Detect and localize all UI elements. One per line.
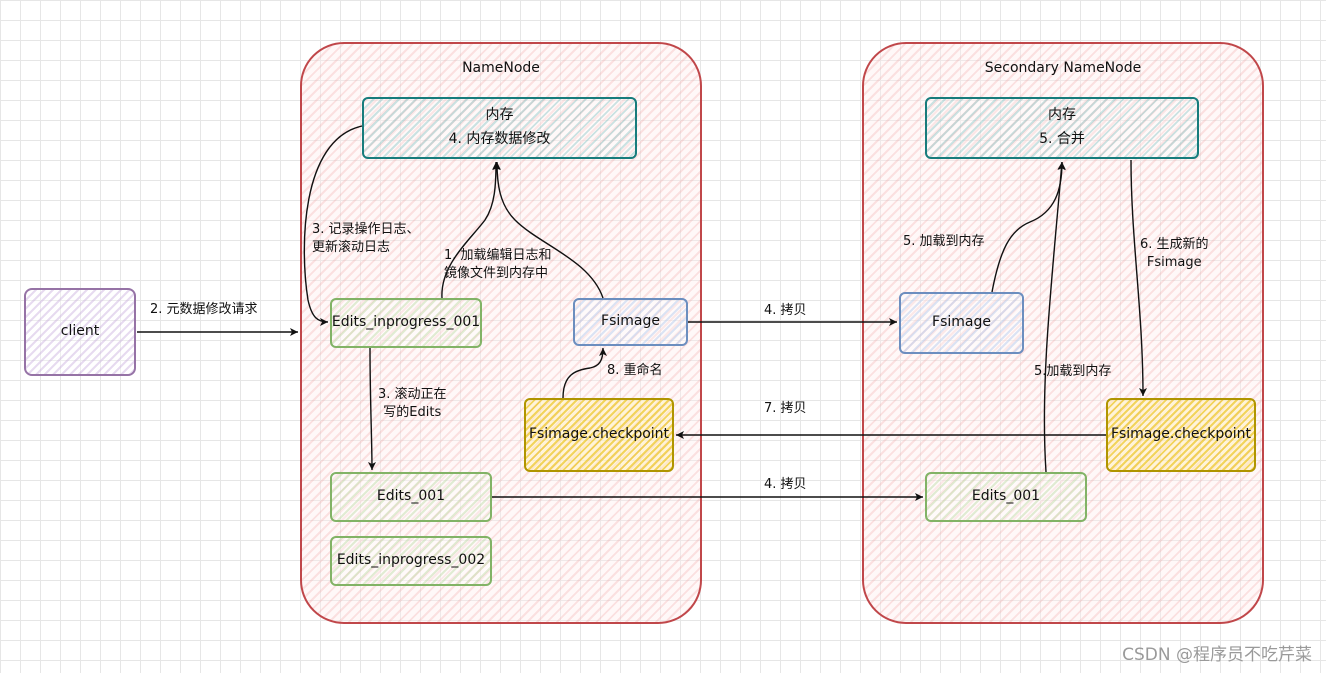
secondary-memory-node[interactable]: 内存 5. 合并 xyxy=(925,97,1199,159)
edge-rename xyxy=(562,347,607,399)
edits-inprogress-001-node[interactable]: Edits_inprogress_001 xyxy=(330,298,482,348)
namenode-memory-step: 4. 内存数据修改 xyxy=(448,131,551,147)
namenode-memory-node[interactable]: 内存 4. 内存数据修改 xyxy=(362,97,637,159)
namenode-fsimage-label: Fsimage xyxy=(601,313,660,330)
namenode-edits-001-node[interactable]: Edits_001 xyxy=(330,472,492,522)
label-step3-roll: 3. 滚动正在 写的Edits xyxy=(378,387,447,421)
namenode-edits-001-label: Edits_001 xyxy=(376,488,446,505)
label-step1-load: 1. 加载编辑日志和 镜像文件到内存中 xyxy=(444,248,552,282)
label-load-fsimage: 5. 加载到内存 xyxy=(903,234,985,249)
edits-inprogress-002-label: Edits_inprogress_002 xyxy=(336,552,486,569)
edge-load-edits xyxy=(1043,161,1066,473)
secondary-edits-001-label: Edits_001 xyxy=(971,488,1041,505)
namenode-fsimage-node[interactable]: Fsimage xyxy=(573,298,688,346)
label-copy-fsimage: 4. 拷贝 xyxy=(764,303,807,318)
secondary-memory-title: 内存 xyxy=(1048,107,1076,124)
label-step6: 6. 生成新的 Fsimage xyxy=(1140,237,1209,271)
label-load-edits: 5.加载到内存 xyxy=(1034,364,1112,379)
namenode-title: NameNode xyxy=(462,60,540,76)
label-step3-record: 3. 记录操作日志、 更新滚动日志 xyxy=(312,222,420,256)
secondary-fsimage-checkpoint-node[interactable]: Fsimage.checkpoint xyxy=(1106,398,1256,472)
edge-edits-inprogress-to-memory xyxy=(441,161,500,299)
edits-inprogress-001-label: Edits_inprogress_001 xyxy=(331,314,481,331)
namenode-fsimage-checkpoint-label: Fsimage.checkpoint xyxy=(528,426,670,443)
namenode-memory-title: 内存 xyxy=(485,107,514,124)
client-node[interactable]: client xyxy=(24,288,136,376)
label-step8: 8. 重命名 xyxy=(607,363,663,378)
secondary-edits-001-node[interactable]: Edits_001 xyxy=(925,472,1087,522)
namenode-fsimage-checkpoint-node[interactable]: Fsimage.checkpoint xyxy=(524,398,674,472)
edge-generate-fsimage xyxy=(1130,159,1147,397)
secondary-memory-step: 5. 合并 xyxy=(1039,131,1085,147)
client-label: client xyxy=(60,323,100,340)
label-step2: 2. 元数据修改请求 xyxy=(150,302,258,317)
secondary-namenode-title: Secondary NameNode xyxy=(984,60,1142,76)
secondary-fsimage-node[interactable]: Fsimage xyxy=(899,292,1024,354)
edge-load-fsimage xyxy=(991,161,1066,293)
watermark: CSDN @程序员不吃芹菜 xyxy=(1122,645,1312,665)
secondary-fsimage-label: Fsimage xyxy=(932,314,991,331)
edge-fsimage-to-memory xyxy=(493,161,604,299)
label-copy-edits: 4. 拷贝 xyxy=(764,477,807,492)
edge-memory-to-edits-inprogress xyxy=(303,125,363,326)
edits-inprogress-002-node[interactable]: Edits_inprogress_002 xyxy=(330,536,492,586)
edge-edits-roll xyxy=(367,347,376,471)
secondary-fsimage-checkpoint-label: Fsimage.checkpoint xyxy=(1110,426,1252,443)
label-step7: 7. 拷贝 xyxy=(764,401,807,416)
